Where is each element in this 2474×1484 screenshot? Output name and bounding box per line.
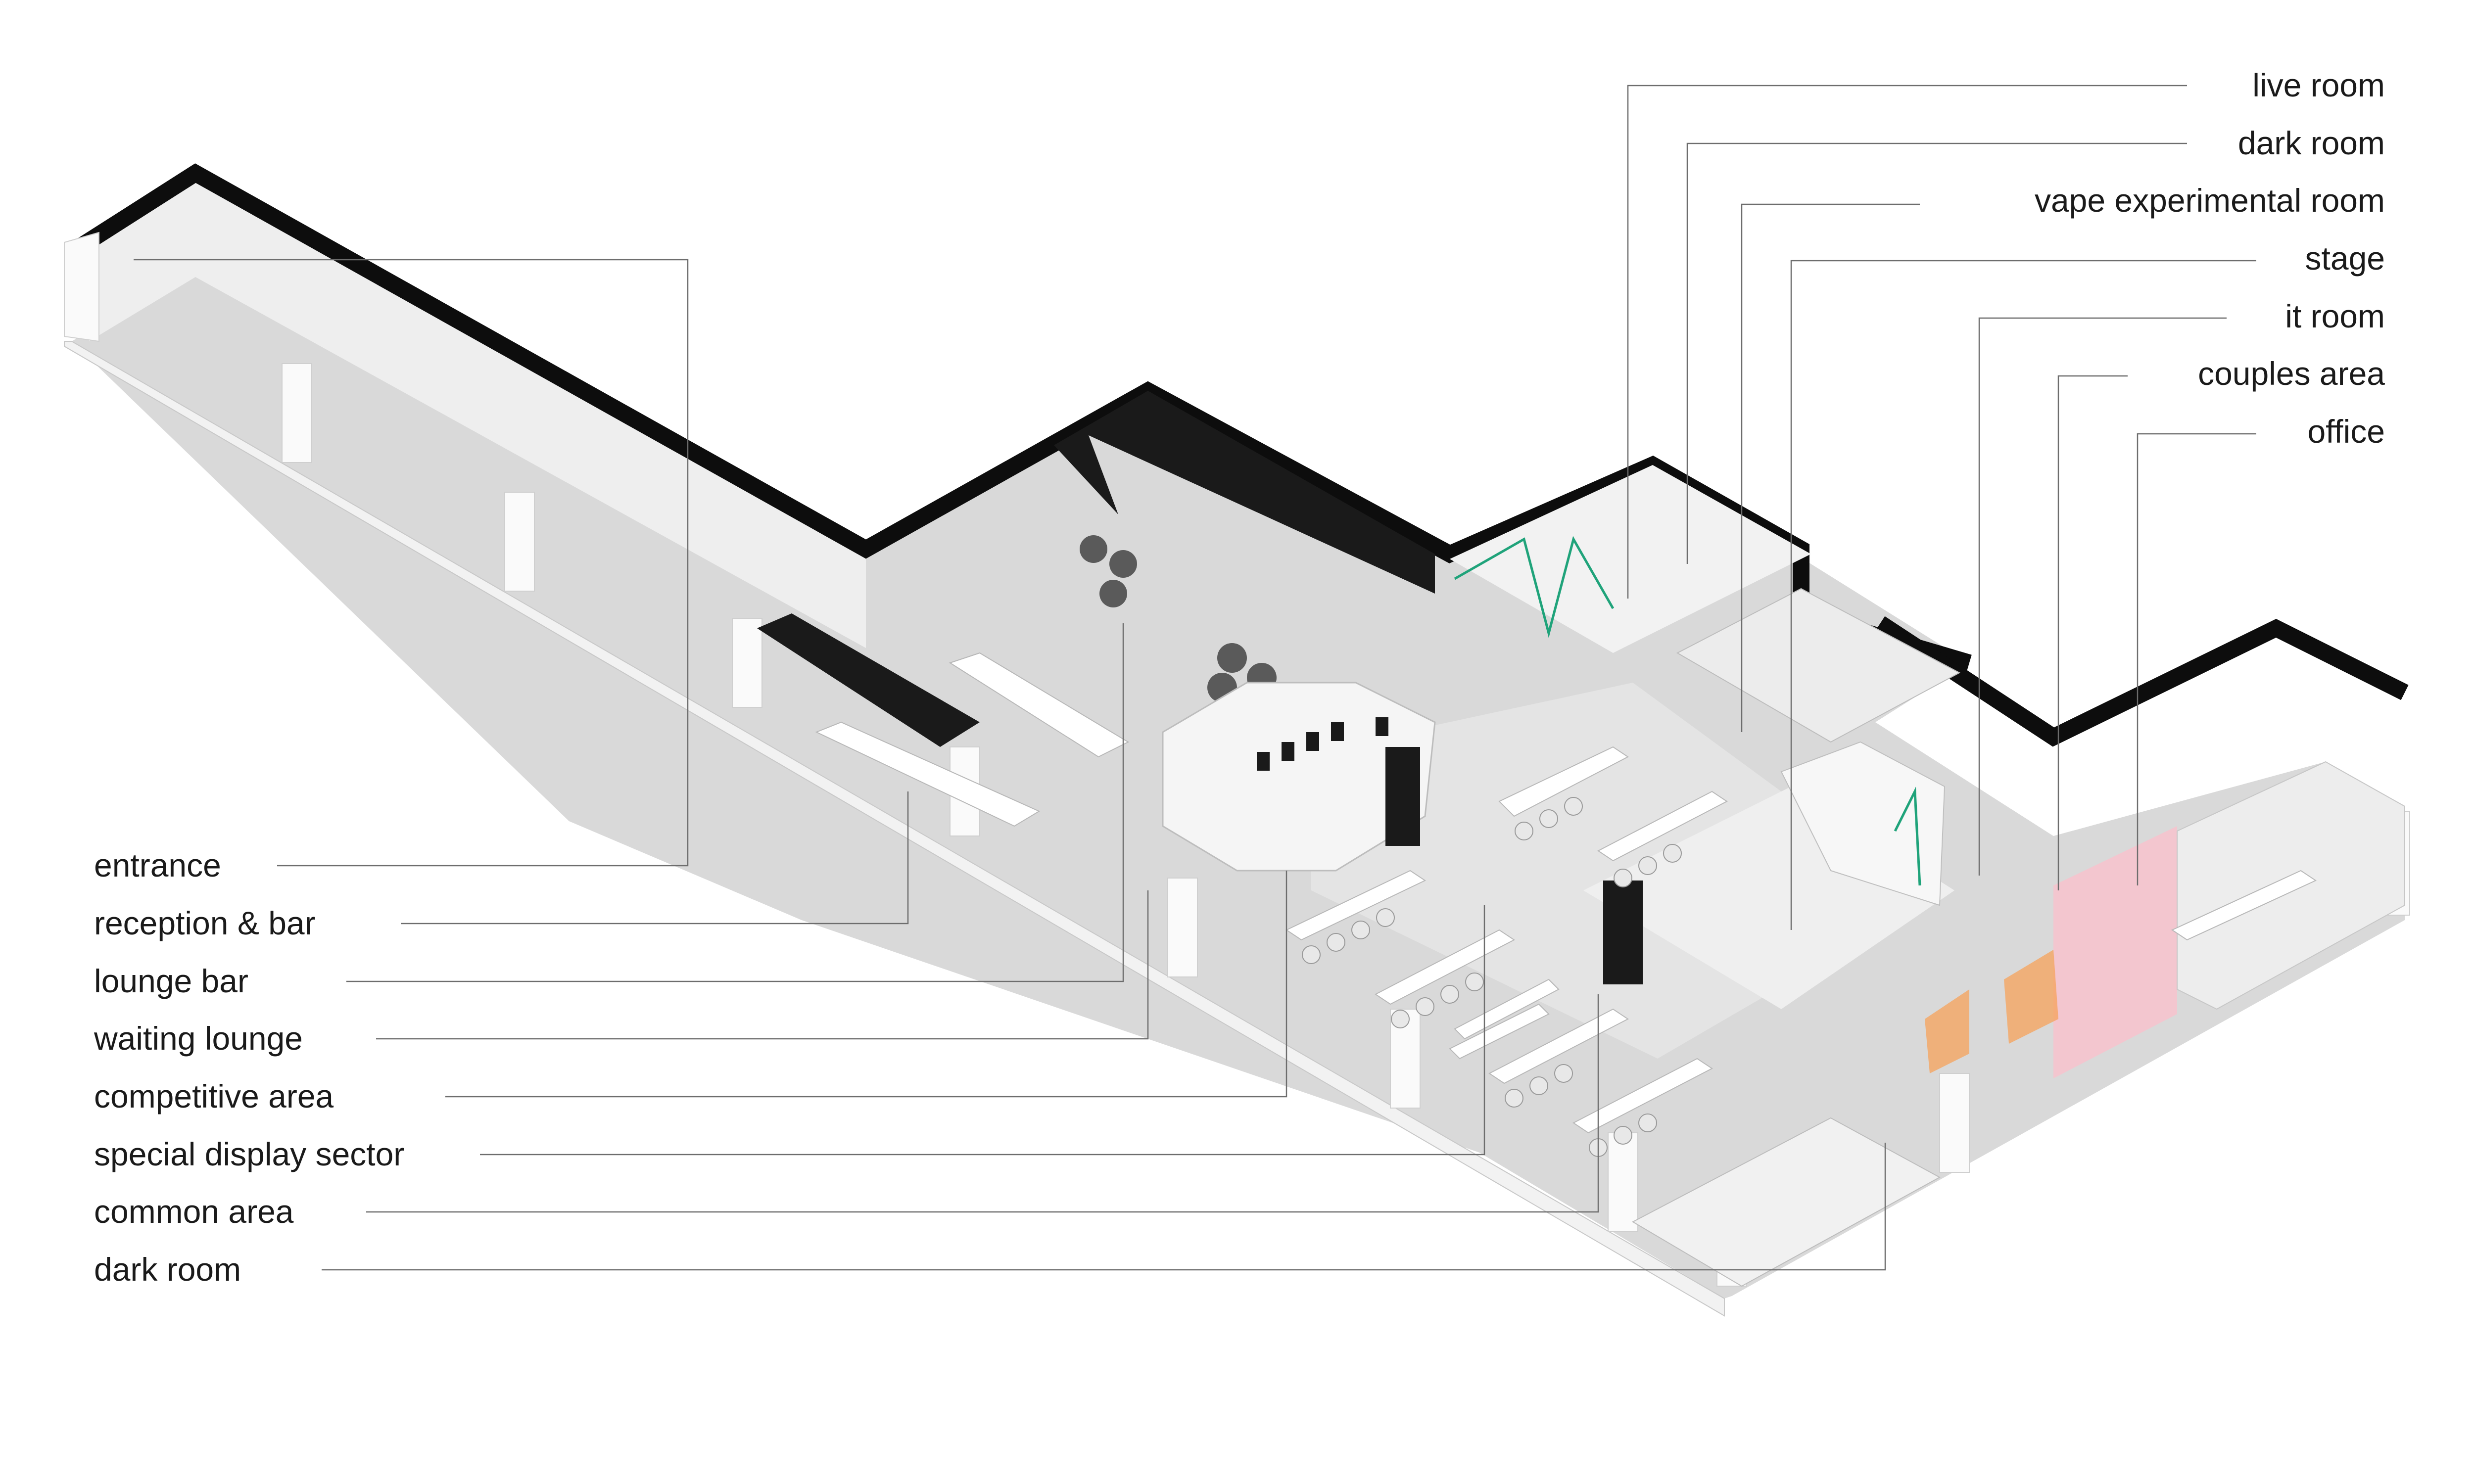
common-area-chairs	[1302, 797, 1682, 1157]
label-it-room: it room	[2285, 298, 2385, 334]
floor-slab-front-edge	[64, 341, 1725, 1317]
building-model	[64, 163, 2410, 1317]
column	[1608, 1132, 1638, 1232]
back-wall-right	[1875, 616, 2409, 747]
couples-orange-panel	[1925, 989, 1969, 1073]
label-waiting-lounge: waiting lounge	[94, 1020, 303, 1057]
label-special-display-sector: special display sector	[94, 1136, 404, 1172]
label-stage: stage	[2305, 240, 2385, 277]
leader-lines-left	[134, 259, 1886, 1271]
competitive-arena	[1162, 682, 1436, 872]
office-desk	[2171, 870, 2317, 941]
leader-lines-right	[1627, 85, 2256, 930]
special-display-case	[1449, 1003, 1550, 1060]
left-wall-face	[89, 178, 866, 648]
column	[1167, 878, 1198, 977]
dark-room-lower	[1631, 1117, 1941, 1287]
column	[1939, 1073, 1970, 1173]
label-lounge-bar: lounge bar	[94, 963, 248, 999]
reception-bar-counter	[757, 613, 980, 747]
common-area-desks	[1285, 746, 1728, 1134]
column	[282, 363, 312, 463]
waiting-lounge-beanbags	[1080, 535, 1277, 702]
entrance-wall	[64, 232, 99, 342]
labels-right: live room dark room vape experimental ro…	[2035, 67, 2385, 450]
label-live-room: live room	[2252, 67, 2385, 103]
stage-panels	[1780, 741, 1946, 906]
couples-area-pink-wall	[2053, 826, 2177, 1078]
label-common-area: common area	[94, 1193, 294, 1230]
label-entrance: entrance	[94, 847, 221, 883]
lounge-dark-panel	[1054, 391, 1435, 594]
label-dark-room-right: dark room	[2238, 125, 2385, 161]
arena-dark-tower	[1385, 747, 1420, 846]
label-vape-experimental-room: vape experimental room	[2035, 182, 2385, 219]
live-room-green-lines	[1454, 536, 1615, 638]
stage-dark-tower	[1603, 881, 1643, 984]
dark-room-upper	[1676, 588, 1961, 743]
label-reception-bar: reception & bar	[94, 905, 316, 941]
stage-green-accent	[1894, 787, 1921, 886]
label-office: office	[2307, 413, 2385, 450]
column	[504, 492, 535, 592]
column	[732, 618, 762, 708]
couples-orange-panel	[2004, 950, 2058, 1044]
lounge-bar-counter	[949, 652, 1130, 758]
arena-gaming-chairs	[1257, 717, 1388, 771]
label-couples-area: couples area	[2198, 355, 2385, 392]
label-competitive-area: competitive area	[94, 1078, 334, 1114]
labels-left: entrance reception & bar lounge bar wait…	[94, 847, 404, 1288]
live-room-floor	[1450, 465, 1811, 653]
reception-bar-base	[815, 721, 1041, 827]
label-dark-room-left: dark room	[94, 1251, 241, 1288]
